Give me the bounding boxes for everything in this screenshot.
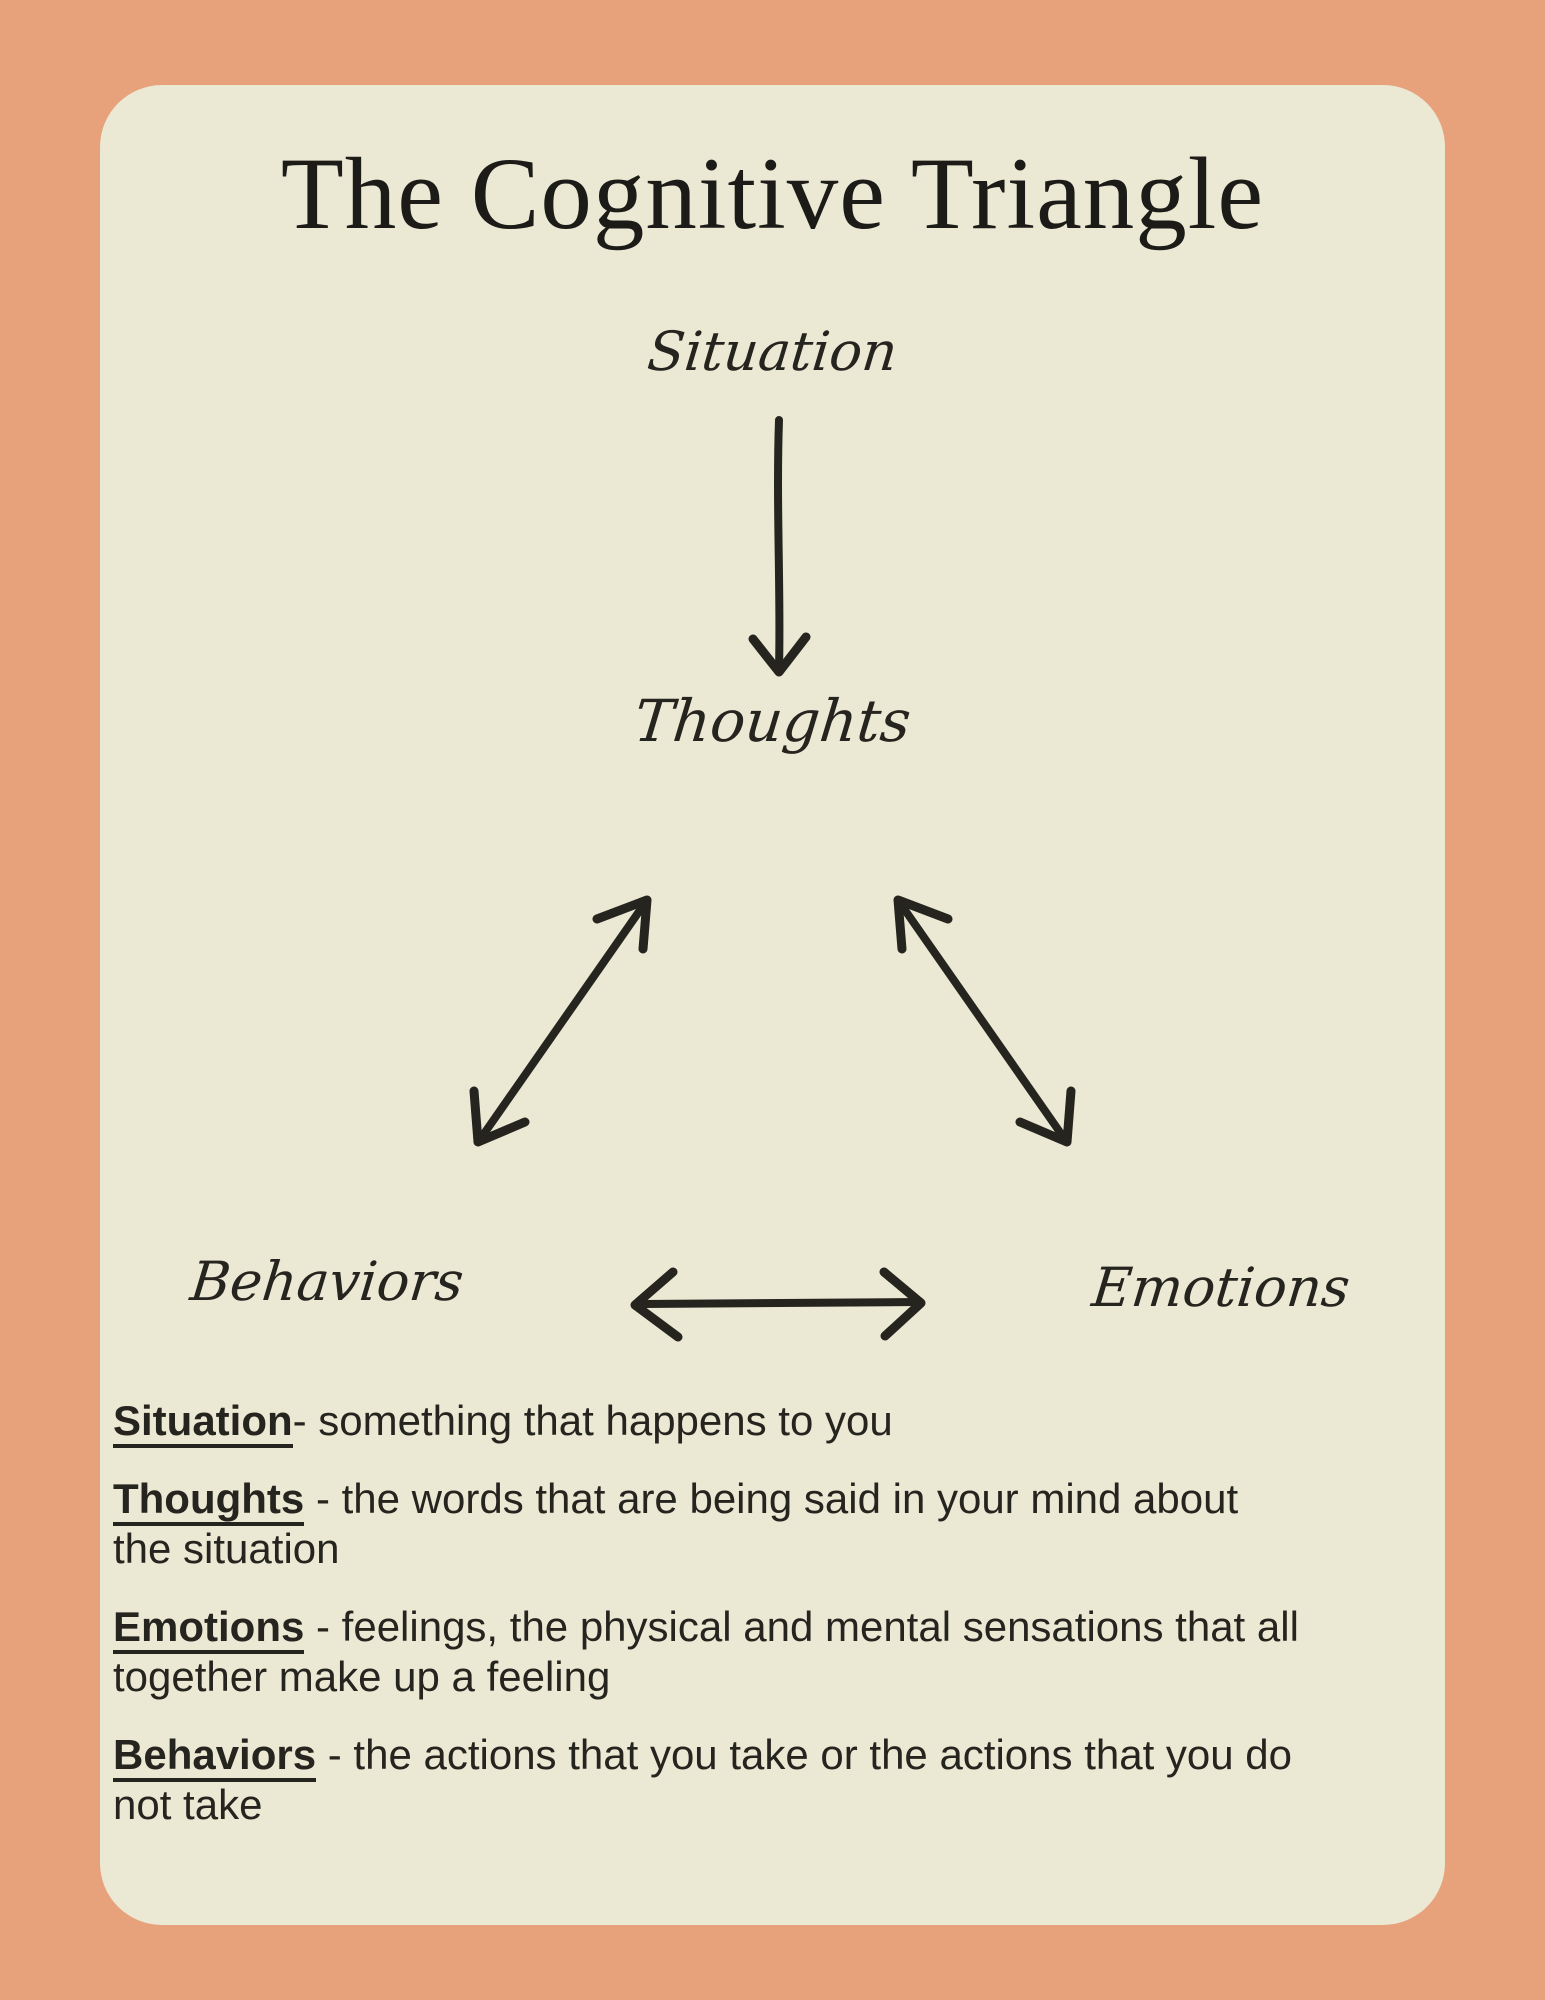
arrow-behaviors-emotions (630, 1267, 926, 1342)
definition-thoughts: Thoughts - the words that are being said… (113, 1474, 1415, 1574)
arrow-thoughts-behaviors (469, 895, 652, 1147)
worksheet-card (100, 85, 1445, 1925)
definition-term: Behaviors (113, 1731, 317, 1782)
definition-text: - feelings, the physical and mental sens… (304, 1603, 1299, 1650)
definition-situation: Situation- something that happens to you (113, 1396, 1415, 1448)
definition-term: Situation (113, 1397, 293, 1448)
definition-text-line2: the situation (113, 1525, 340, 1572)
arrow-thoughts-emotions (893, 895, 1076, 1147)
definition-text: - the words that are being said in your … (304, 1475, 1239, 1522)
definition-term: Thoughts (113, 1475, 305, 1526)
page-title: The Cognitive Triangle (280, 137, 1265, 251)
definitions-list: Situation- something that happens to you… (113, 1396, 1415, 1858)
definition-text: - something that happens to you (292, 1397, 893, 1444)
arrow-situation-to-thoughts (748, 416, 811, 677)
definition-text-line2: together make up a feeling (113, 1653, 611, 1700)
definition-behaviors: Behaviors - the actions that you take or… (113, 1730, 1415, 1830)
definition-emotions: Emotions - feelings, the physical and me… (113, 1602, 1415, 1702)
definition-term: Emotions (113, 1603, 305, 1654)
definition-text: - the actions that you take or the actio… (316, 1731, 1293, 1778)
definition-text-line2: not take (113, 1781, 263, 1828)
